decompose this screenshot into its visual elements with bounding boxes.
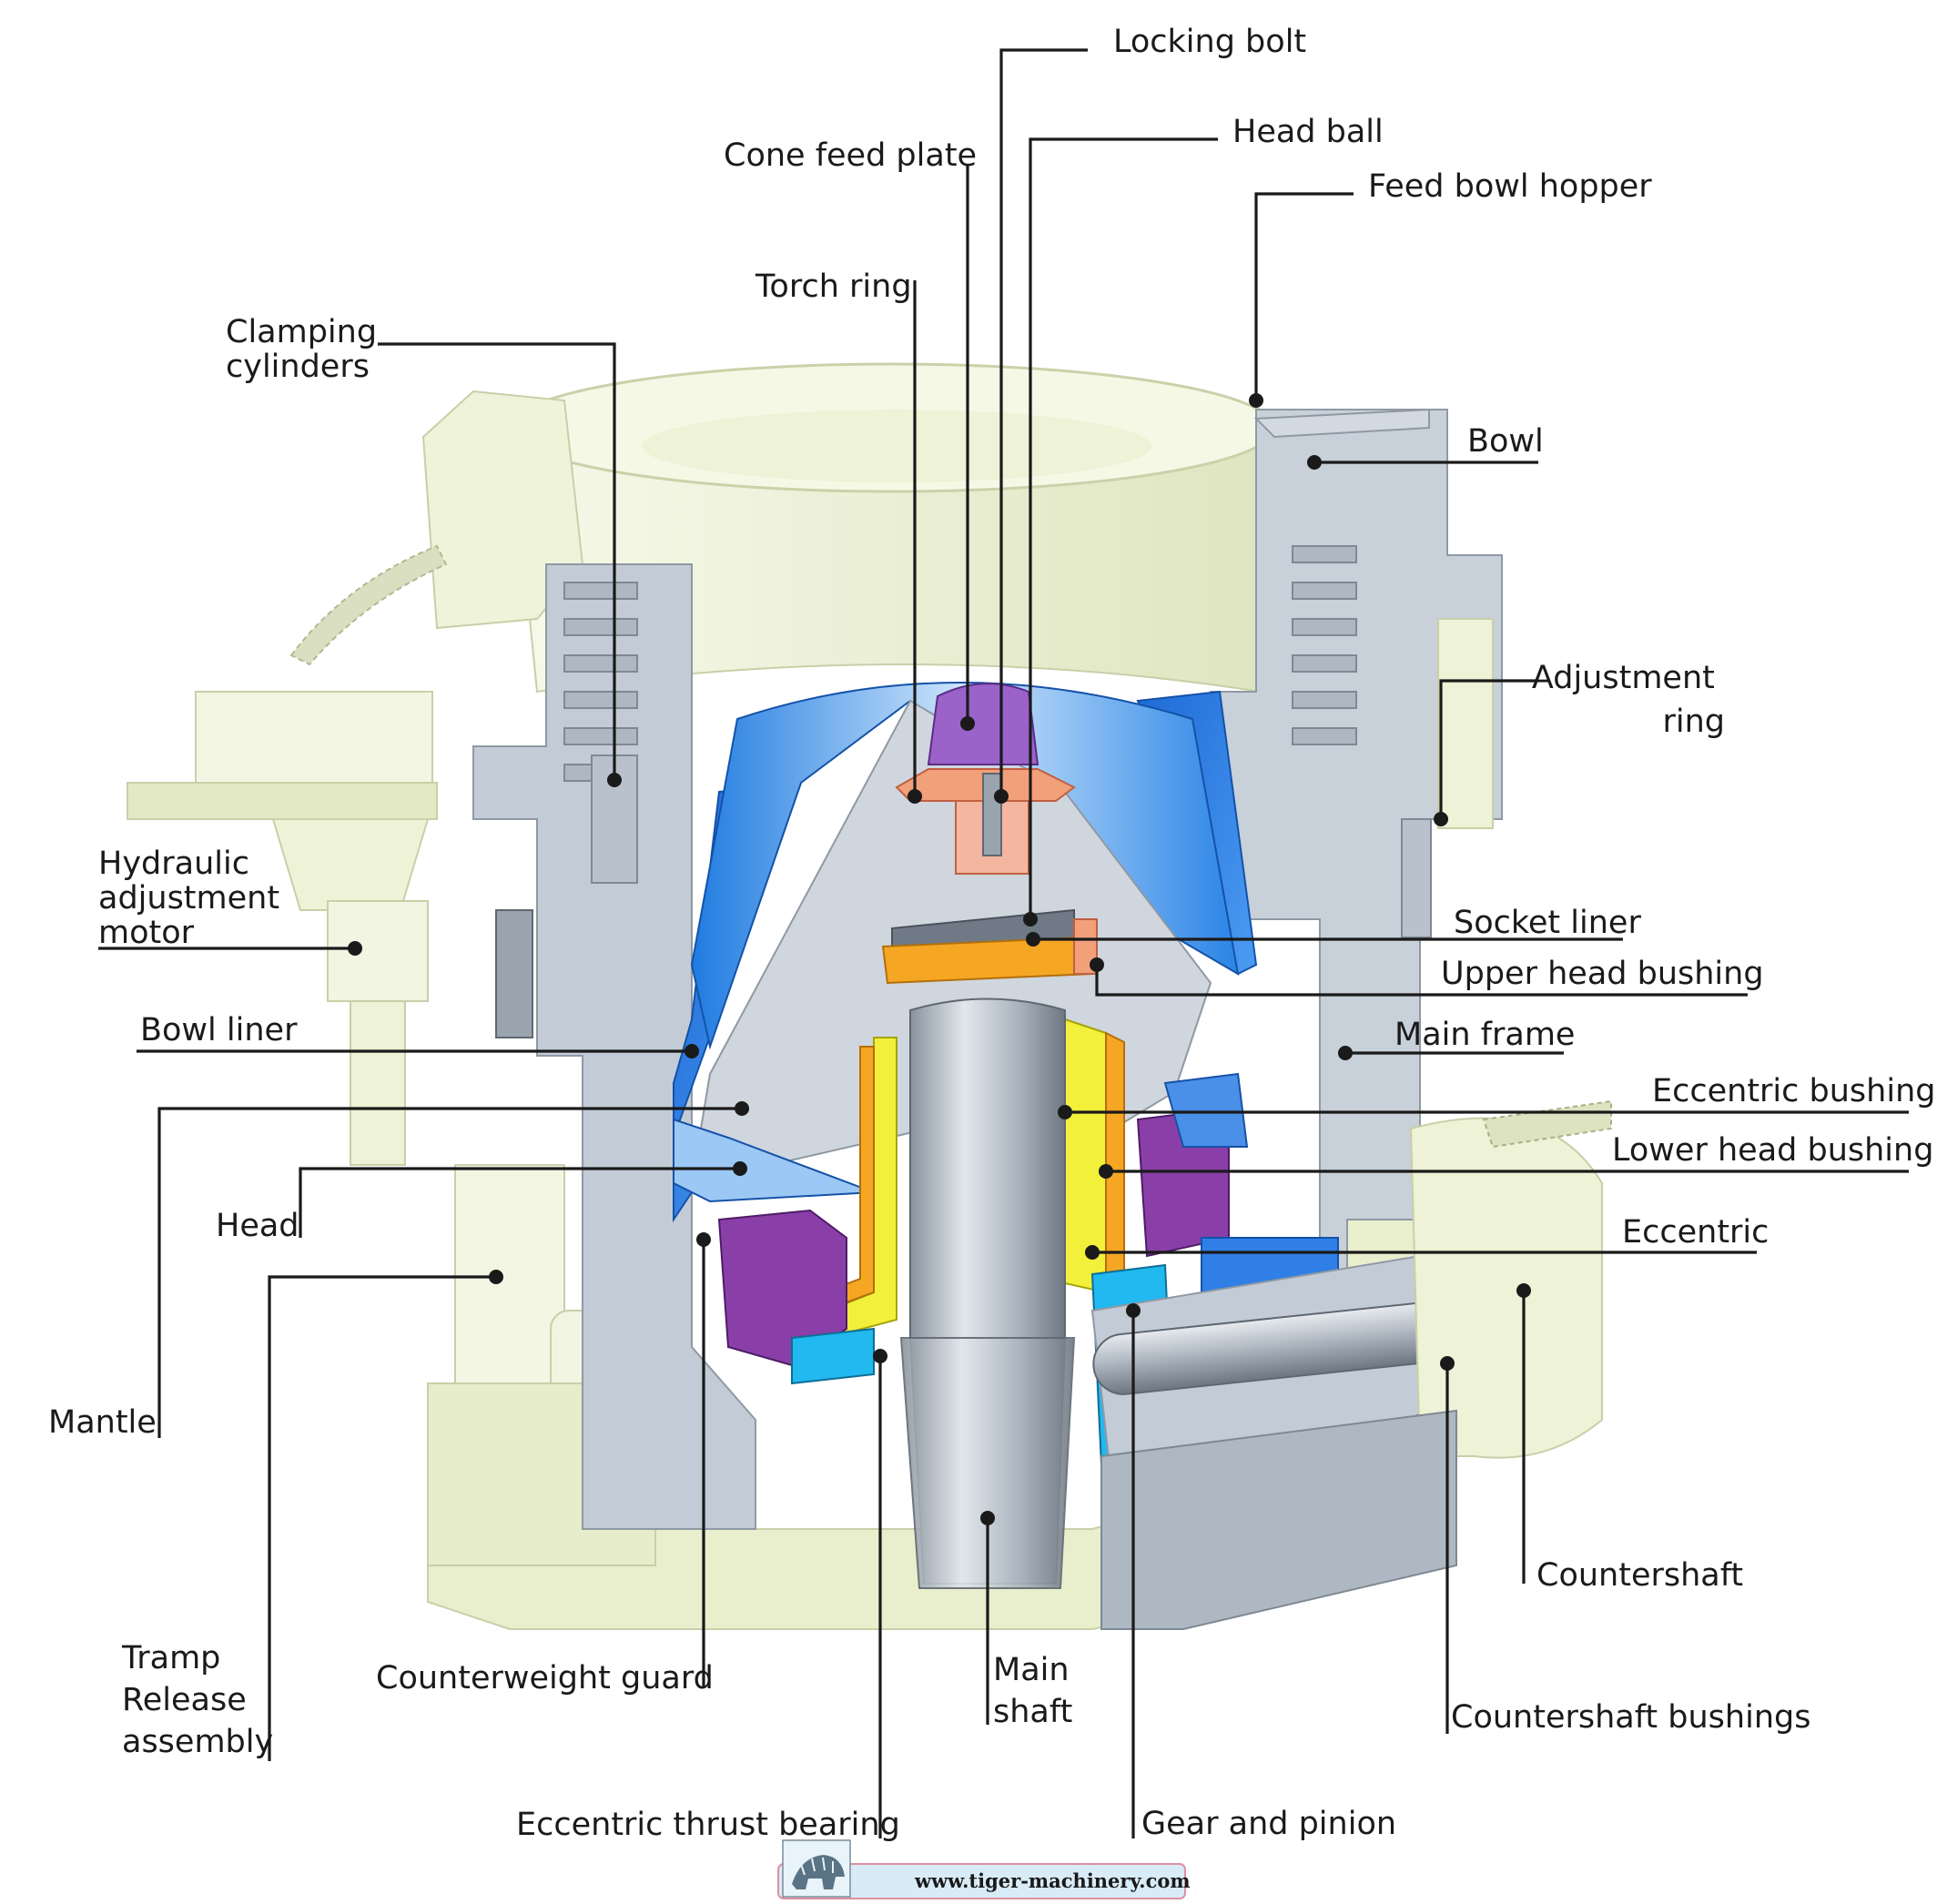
leader-locking-bolt (999, 48, 1088, 796)
label-clamping-cylinders: Clamping cylinders (226, 314, 387, 385)
labels: Locking bolt Head ball Cone feed plate F… (48, 24, 1935, 1843)
upper-head-bushing-shape (881, 936, 1094, 985)
label-eccentric-thrust-bearing: Eccentric thrust bearing (516, 1807, 900, 1843)
leader-adjustment-ring (1439, 679, 1538, 819)
label-hydraulic-adjustment-motor: Hydraulic adjustment motor (98, 846, 289, 951)
label-torch-ring: Torch ring (755, 268, 912, 305)
leader-dot-head (733, 1161, 747, 1176)
leader-mantle (157, 1107, 742, 1438)
leader-dot-feed-bowl-hopper (1249, 393, 1263, 408)
watermark: www.tiger-machinery.com (777, 1839, 1191, 1899)
bowl-threads-left (563, 582, 638, 782)
motor-body (327, 900, 429, 1002)
leader-dot-bowl (1307, 455, 1322, 470)
bowl-clamp-right (1253, 408, 1430, 439)
leader-dot-upper-head-bushing (1090, 957, 1104, 972)
leader-dot-torch-ring (908, 789, 922, 804)
tiger-logo-icon (782, 1839, 851, 1898)
label-lower-head-bushing: Lower head bushing (1612, 1132, 1933, 1169)
leader-head-ball (1029, 137, 1218, 919)
hopper-inner (642, 410, 1151, 482)
leader-dot-tramp-release-assembly (489, 1270, 503, 1284)
adjustment-cylinder-rod (1401, 818, 1432, 938)
leader-dot-head-ball (1023, 912, 1038, 927)
leader-clamping-cylinders (378, 342, 616, 780)
label-socket-liner: Socket liner (1454, 905, 1641, 941)
bottom-housing (1100, 1409, 1457, 1630)
adjustment-ring-right-shape (1437, 618, 1494, 829)
label-counterweight-guard: Counterweight guard (376, 1660, 714, 1696)
label-gear-and-pinion: Gear and pinion (1141, 1806, 1396, 1842)
locking-bolt-shape (982, 773, 1002, 856)
leader-head (299, 1167, 740, 1238)
leader-dot-socket-liner (1026, 932, 1040, 947)
main-frame-left (472, 563, 756, 1530)
leader-dot-adjustment-ring (1434, 812, 1448, 826)
label-tramp-release-assembly: Tramp Release assembly (121, 1640, 273, 1760)
label-feed-bowl-hopper: Feed bowl hopper (1368, 168, 1652, 205)
leader-upper-head-bushing (1095, 965, 1748, 997)
watermark-banner (777, 1863, 1186, 1899)
countershaft-pulley (1409, 1117, 1603, 1459)
leader-dot-main-frame (1338, 1046, 1353, 1060)
leader-dot-lower-head-bushing (1099, 1164, 1113, 1179)
tramp-cylinder (454, 1164, 565, 1393)
adjustment-ring-gear-teeth (289, 544, 448, 666)
label-eccentric: Eccentric (1622, 1214, 1769, 1251)
eccentric-thrust-bearing-shape (791, 1327, 875, 1385)
label-countershaft: Countershaft (1536, 1557, 1743, 1594)
watermark-url: www.tiger-machinery.com (914, 1869, 1191, 1892)
motor-bracket (127, 782, 438, 820)
leader-dot-hydraulic-adjustment-motor (348, 941, 362, 956)
leader-dot-clamping-cylinders (607, 773, 622, 787)
mantle-band (673, 1118, 875, 1203)
label-head-ball: Head ball (1232, 114, 1384, 150)
motor-housing (195, 691, 433, 793)
leader-tramp-release-assembly (268, 1275, 496, 1761)
label-cone-feed-plate: Cone feed plate (724, 137, 977, 174)
leader-dot-countershaft (1516, 1283, 1531, 1298)
label-bowl: Bowl (1467, 423, 1544, 460)
cone-feed-plate-shape (927, 683, 1039, 765)
machine-illustration (127, 362, 1612, 1630)
head-inner-right (1163, 1072, 1249, 1148)
leader-dot-counterweight-guard (696, 1232, 711, 1247)
leader-dot-locking-bolt (994, 789, 1009, 804)
label-locking-bolt: Locking bolt (1113, 24, 1306, 60)
leader-dot-mantle (735, 1101, 749, 1116)
label-main-frame: Main frame (1394, 1017, 1575, 1053)
leader-dot-eccentric (1085, 1245, 1100, 1260)
leader-feed-bowl-hopper (1254, 192, 1354, 400)
label-mantle: Mantle (48, 1404, 157, 1441)
label-head: Head (216, 1208, 299, 1244)
adjustment-bolt (495, 909, 533, 1038)
leader-dot-countershaft-bushings (1440, 1356, 1455, 1371)
main-shaft-lower (899, 1337, 1076, 1589)
leader-dot-eccentric-thrust-bearing (873, 1349, 887, 1363)
motor-bevel-gear (271, 818, 430, 911)
label-adjustment-ring: Adjustment ring (1532, 660, 1725, 740)
label-upper-head-bushing: Upper head bushing (1441, 956, 1764, 992)
leader-lines (98, 48, 1909, 1838)
label-main-shaft: Main shaft (993, 1652, 1080, 1730)
label-bowl-liner: Bowl liner (140, 1012, 298, 1048)
bowl-threads-right (1292, 545, 1357, 745)
leader-dot-eccentric-bushing (1058, 1105, 1072, 1119)
motor-shaft-lower (350, 1000, 406, 1166)
leader-dot-bowl-liner (684, 1044, 699, 1058)
leader-dot-cone-feed-plate (960, 716, 975, 731)
label-countershaft-bushings: Countershaft bushings (1451, 1699, 1810, 1736)
counterweight-left (717, 1209, 847, 1367)
label-eccentric-bushing: Eccentric bushing (1652, 1073, 1935, 1109)
leader-dot-gear-and-pinion (1126, 1303, 1141, 1318)
leader-dot-main-shaft (980, 1511, 995, 1525)
